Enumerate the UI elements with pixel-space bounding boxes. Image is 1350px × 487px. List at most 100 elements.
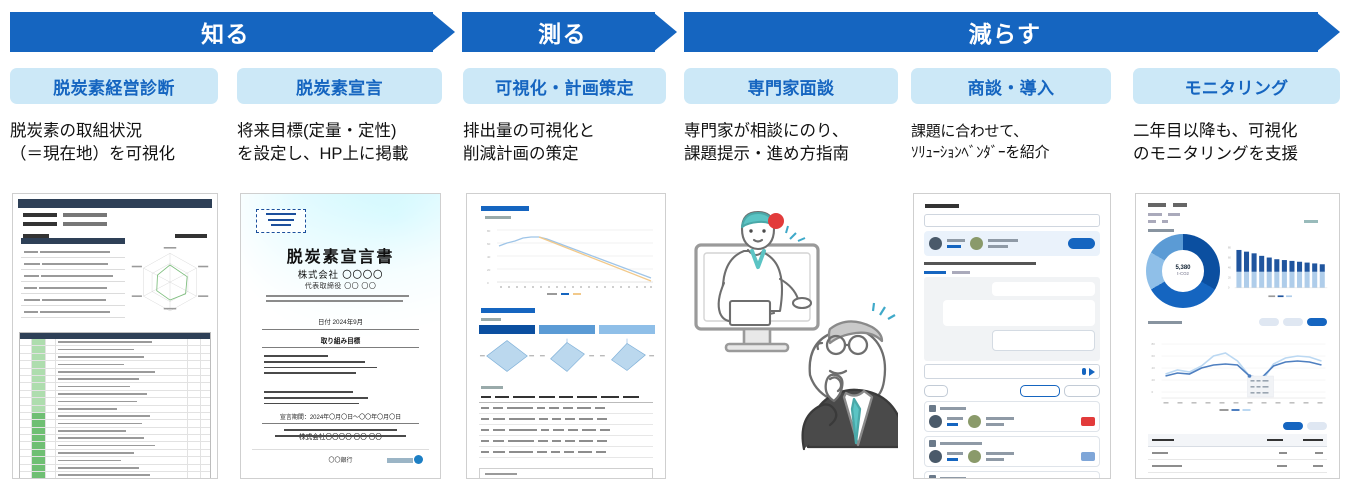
step-pill-declaration[interactable]: 脱炭素宣言 [237, 68, 442, 104]
table-header-row [1148, 434, 1327, 447]
back-button[interactable] [924, 385, 948, 397]
step-pill-expert[interactable]: 専門家面談 [684, 68, 898, 104]
summary-table [21, 238, 125, 325]
bank-logo-icon [414, 455, 423, 464]
chat-search-input[interactable] [924, 214, 1100, 227]
thumbnail-declaration-certificate[interactable]: 脱炭素宣言書 株式会社 〇〇〇〇 代表取締役 〇〇 〇〇 日付 2024年9月 … [240, 193, 441, 479]
donut-chart: 5,380 t-CO2 [1146, 234, 1220, 308]
bar-chart-bars [1236, 249, 1325, 288]
chart-legend [547, 293, 581, 295]
thumbnail-expert-meeting-illustration[interactable] [684, 193, 898, 477]
thumbnail-diagnosis-report[interactable] [12, 193, 218, 479]
bar-chart-legend [1268, 295, 1292, 298]
phase-label: 知る [201, 21, 250, 47]
report-field-score [23, 222, 207, 226]
toggle-option-2[interactable] [1283, 318, 1303, 326]
chat-instruction-text [924, 262, 1036, 265]
analysis-section-title [481, 308, 535, 313]
person-avatar [968, 450, 981, 463]
send-icon[interactable] [1089, 367, 1095, 376]
svg-text:40: 40 [487, 255, 491, 259]
certificate-validity: 宣言期間：2024年〇月〇日〜〇〇年〇月〇日 [279, 415, 402, 421]
emission-detail-table [479, 392, 653, 458]
vendor-avatar [929, 237, 942, 250]
svg-text:60: 60 [487, 242, 491, 246]
filter-button[interactable] [1020, 385, 1060, 397]
toggle-option-1[interactable] [1259, 318, 1279, 326]
certificate-date: 日付 2024年9月 [317, 319, 364, 326]
report-note-box [479, 468, 653, 478]
thumbnail-chat-ui[interactable] [913, 193, 1111, 479]
svg-text:0: 0 [487, 281, 489, 285]
scope-panel-3[interactable] [599, 325, 655, 378]
phase-label: 測る [538, 21, 587, 47]
report-upper-row [21, 238, 209, 325]
donut-center-value: 5,380 t-CO2 [1146, 265, 1220, 276]
doc-icon [929, 475, 936, 478]
tab-chat[interactable] [924, 271, 946, 274]
certificate-subheading: 取り組み目標 [320, 338, 361, 345]
scope-panel-2[interactable] [539, 325, 595, 378]
line-chart-legend [1219, 409, 1251, 411]
svg-text:20: 20 [487, 268, 491, 272]
svg-text:0: 0 [1228, 287, 1230, 290]
analysis-section-subtitle [481, 318, 501, 321]
mic-icon[interactable] [1082, 368, 1086, 375]
certificate-inner: 脱炭素宣言書 株式会社 〇〇〇〇 代表取締役 〇〇 〇〇 日付 2024年9月 … [252, 205, 429, 467]
start-negotiation-button[interactable] [1068, 238, 1095, 249]
step-pill-visualize[interactable]: 可視化・計画策定 [463, 68, 666, 104]
scope-panel-chart [539, 334, 595, 378]
dashboard-filters[interactable] [1148, 213, 1339, 216]
doc-icon [929, 440, 936, 447]
table-row [20, 449, 210, 458]
table-row [20, 405, 210, 413]
chat-thread [924, 277, 1100, 361]
toggle-option-3[interactable] [1307, 318, 1327, 326]
table-view-toggles[interactable] [1136, 422, 1327, 430]
table-toggle-2[interactable] [1307, 422, 1327, 430]
phase-label: 減らす [968, 21, 1042, 47]
section-label-left [23, 234, 49, 238]
speech-sparkle-icon [785, 225, 806, 242]
certificate-footer: 〇〇銀行 [328, 458, 353, 464]
thought-sparkle-icon [871, 302, 896, 320]
banner-body [684, 12, 1318, 52]
vendor-avatar [929, 450, 942, 463]
list-item[interactable] [924, 436, 1100, 467]
table-toggle-1[interactable] [1283, 422, 1303, 430]
line-chart-toggles[interactable] [1259, 318, 1327, 326]
vendor-profile-card[interactable] [924, 231, 1100, 256]
scope-panel-chart [479, 334, 535, 378]
chat-message-attachment[interactable] [992, 330, 1095, 351]
pill-label: 商談・導入 [967, 78, 1055, 98]
table-row [20, 472, 210, 478]
scope-panel-header [539, 325, 595, 334]
step-pill-monitoring[interactable]: モニタリング [1133, 68, 1340, 104]
dashboard-breadcrumb[interactable] [1148, 203, 1339, 207]
table-row [20, 427, 210, 436]
goal-block-2 [264, 391, 417, 408]
table-row [20, 353, 210, 362]
list-item[interactable] [924, 401, 1100, 432]
table-row [20, 420, 210, 428]
chat-tabs[interactable] [924, 271, 1100, 274]
dashboard-subfilters[interactable] [1148, 220, 1339, 223]
scope-panel-1[interactable] [479, 325, 535, 378]
report-title-bar [18, 199, 212, 208]
sort-dropdown[interactable] [1064, 385, 1100, 397]
step-pill-negotiation[interactable]: 商談・導入 [911, 68, 1111, 104]
list-item[interactable] [924, 471, 1100, 478]
chat-message-incoming[interactable] [943, 300, 1095, 326]
step-caption-declaration: 将来目標(定量・定性) を設定し、HP上に掲載 [237, 122, 409, 164]
tab-files[interactable] [952, 271, 970, 274]
chat-message-outgoing[interactable] [992, 282, 1095, 296]
step-pill-diagnosis[interactable]: 脱炭素経営診断 [10, 68, 218, 104]
chat-message-input[interactable] [924, 364, 1100, 379]
